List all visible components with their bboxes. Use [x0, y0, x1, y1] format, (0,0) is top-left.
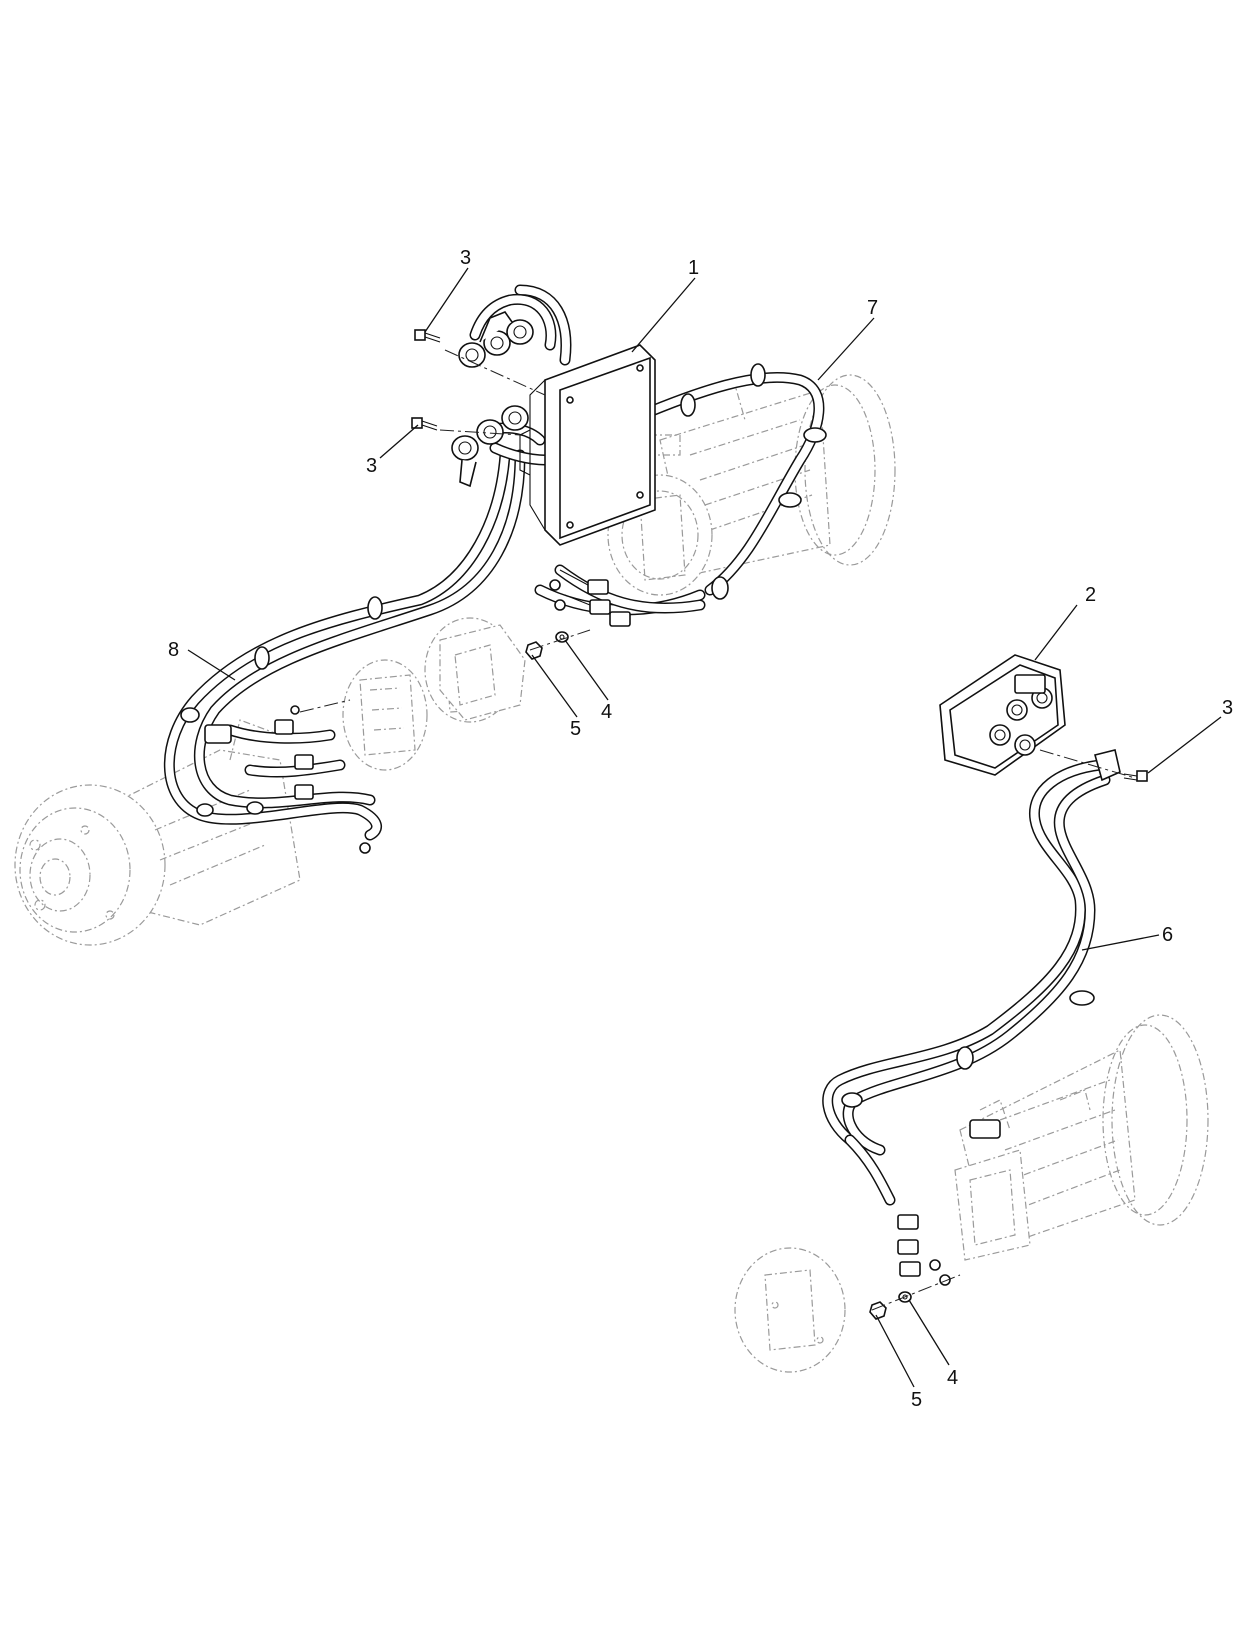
- bolt-3-upper: [414, 329, 441, 343]
- end-cover-ghost-lower: [734, 1247, 846, 1373]
- end-cover-plate-upper: [439, 624, 526, 721]
- callout-4-upper: 4: [601, 701, 612, 723]
- bolt-3-right: [1123, 770, 1148, 782]
- cable-harness-8: [163, 449, 526, 854]
- controller-box-2: [939, 654, 1066, 776]
- front-motor-left-ghost: [14, 719, 301, 946]
- callout-6: 6: [1162, 924, 1173, 946]
- leader-lines: [187, 267, 1222, 1388]
- nut-5-lower: [869, 1301, 887, 1320]
- callout-3-upper: 3: [460, 247, 471, 269]
- motor-lower-right-ghost: [954, 1014, 1209, 1261]
- nut-5-upper: [525, 641, 543, 660]
- controller-1-leads: [469, 284, 572, 466]
- callout-5-lower: 5: [911, 1389, 922, 1411]
- bolt-3-middle: [411, 417, 438, 431]
- callout-2: 2: [1085, 584, 1096, 606]
- callout-3-middle: 3: [366, 455, 377, 477]
- cable-harness-6: [822, 749, 1121, 1286]
- ring-terminals-lower: [451, 405, 529, 488]
- cable-harness-7: [534, 363, 827, 627]
- callout-7: 7: [867, 297, 878, 319]
- callout-1: 1: [688, 257, 699, 279]
- controller-box-1: [519, 344, 656, 546]
- callout-8: 8: [168, 639, 179, 661]
- callout-3-right: 3: [1222, 697, 1233, 719]
- ring-terminals-upper: [458, 311, 534, 368]
- callout-4-lower: 4: [947, 1367, 958, 1389]
- callout-5-upper: 5: [570, 718, 581, 740]
- assembly-centerlines: [299, 349, 1136, 1311]
